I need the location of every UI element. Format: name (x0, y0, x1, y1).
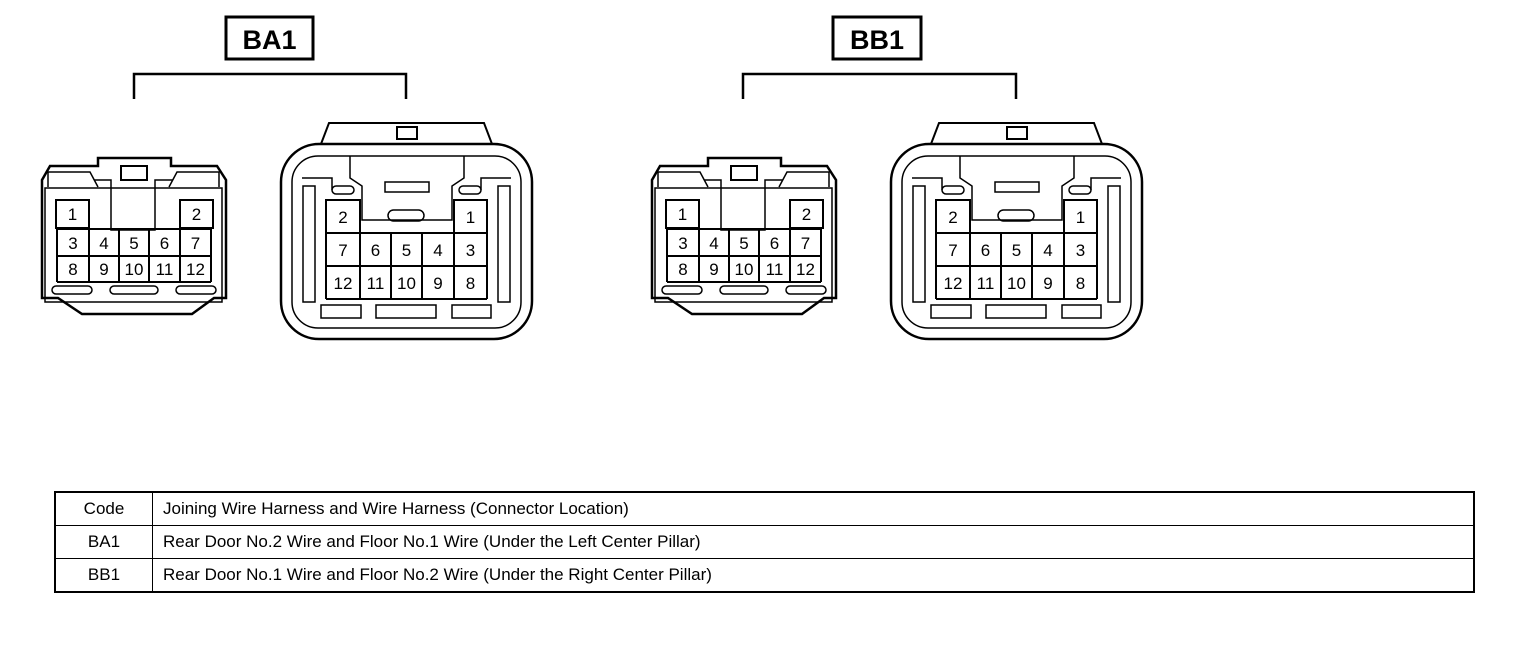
connector-label-box-bb1 (831, 15, 923, 61)
large-connector-bb1: 2 1 7 6 5 4 3 12 11 10 9 8 (889, 122, 1144, 341)
pin-label: 7 (801, 234, 810, 253)
table-cell-description: Rear Door No.1 Wire and Floor No.2 Wire … (152, 558, 1475, 593)
connector-group-bb1: BB1 1 2 3 4 5 6 7 8 (650, 15, 1144, 341)
connector-diagram: BA1 1 2 3 4 5 6 7 8 (40, 15, 1144, 341)
pin-label: 2 (192, 205, 201, 224)
pin-label: 11 (156, 260, 174, 279)
pin-label: 10 (125, 260, 144, 279)
pin-label: 1 (68, 205, 77, 224)
connector-label-box-ba1 (224, 15, 315, 61)
pin-label: 12 (186, 260, 205, 279)
pin-label: 3 (68, 234, 77, 253)
pin-label: 11 (367, 274, 385, 293)
connector-location-table: Code Joining Wire Harness and Wire Harne… (54, 491, 1475, 593)
table-cell-code: BA1 (54, 525, 153, 559)
pin-label: 12 (796, 260, 815, 279)
pin-label: 5 (129, 234, 138, 253)
table-row: BA1 Rear Door No.2 Wire and Floor No.1 W… (54, 525, 1475, 559)
pin-label: 9 (1043, 274, 1052, 293)
pin-label: 5 (1012, 241, 1021, 260)
pin-label: 6 (160, 234, 169, 253)
pin-label: 7 (191, 234, 200, 253)
pin-label: 12 (944, 274, 963, 293)
pin-label: 12 (334, 274, 353, 293)
pin-label: 7 (948, 241, 957, 260)
connector-label-ba1: BA1 (242, 25, 296, 55)
pin-label: 10 (735, 260, 754, 279)
pin-label: 10 (1007, 274, 1026, 293)
table-cell-code: BB1 (54, 558, 153, 593)
pin-label: 6 (770, 234, 779, 253)
pin-label: 6 (371, 241, 380, 260)
pin-label: 1 (466, 208, 475, 227)
pin-label: 3 (1076, 241, 1085, 260)
pin-label: 1 (678, 205, 687, 224)
pin-label: 2 (948, 208, 957, 227)
pin-label: 11 (977, 274, 995, 293)
small-connector-ba1: 1 2 3 4 5 6 7 8 9 10 11 12 (40, 156, 228, 316)
pin-label: 3 (678, 234, 687, 253)
pin-label: 9 (433, 274, 442, 293)
pin-label: 4 (433, 241, 442, 260)
pin-label: 3 (466, 241, 475, 260)
pin-label: 2 (802, 205, 811, 224)
pin-label: 8 (678, 260, 687, 279)
pin-label: 4 (1043, 241, 1052, 260)
large-connector-ba1: 2 1 7 6 5 4 3 12 11 10 9 8 (279, 122, 534, 341)
pin-label: 8 (1076, 274, 1085, 293)
table-row: BB1 Rear Door No.1 Wire and Floor No.2 W… (54, 558, 1475, 593)
pin-label: 4 (99, 234, 108, 253)
table-header-description: Joining Wire Harness and Wire Harness (C… (152, 491, 1475, 526)
pin-label: 2 (338, 208, 347, 227)
pin-label: 5 (402, 241, 411, 260)
pin-label: 6 (981, 241, 990, 260)
pin-label: 10 (397, 274, 416, 293)
pin-label: 8 (68, 260, 77, 279)
table-header-code: Code (54, 491, 153, 526)
pin-label: 4 (709, 234, 718, 253)
connector-bracket-ba1 (132, 72, 408, 99)
pin-label: 9 (709, 260, 718, 279)
pin-label: 7 (338, 241, 347, 260)
connector-label-bb1: BB1 (850, 25, 904, 55)
pin-label: 8 (466, 274, 475, 293)
connector-bracket-bb1 (741, 72, 1018, 99)
pin-label: 11 (766, 260, 784, 279)
pin-label: 1 (1076, 208, 1085, 227)
connector-group-ba1: BA1 1 2 3 4 5 6 7 8 (40, 15, 534, 341)
table-cell-description: Rear Door No.2 Wire and Floor No.1 Wire … (152, 525, 1475, 559)
small-connector-bb1: 1 2 3 4 5 6 7 8 9 10 11 12 (650, 156, 838, 316)
pin-label: 5 (739, 234, 748, 253)
table-header-row: Code Joining Wire Harness and Wire Harne… (54, 491, 1475, 526)
pin-label: 9 (99, 260, 108, 279)
